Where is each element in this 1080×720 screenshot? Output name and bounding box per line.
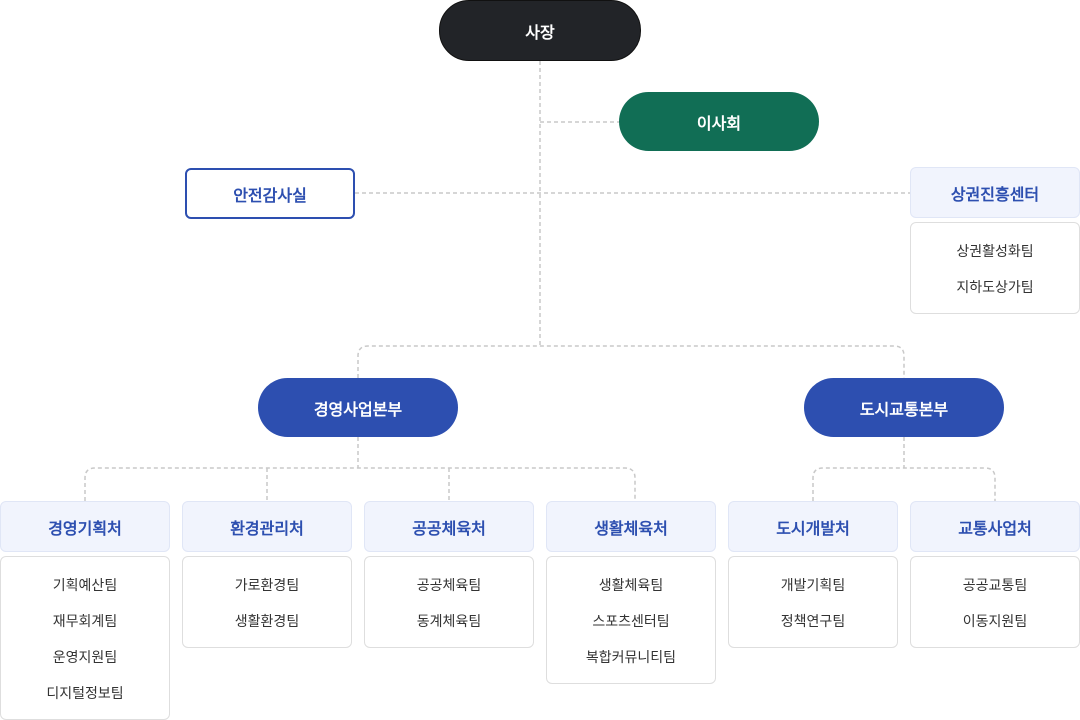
dept-life-sports[interactable]: 생활체육처	[546, 501, 716, 552]
team-item[interactable]: 디지털정보팀	[46, 686, 124, 702]
team-item[interactable]: 이동지원팀	[962, 614, 1028, 630]
team-item[interactable]: 복합커뮤니티팀	[585, 650, 677, 666]
team-item[interactable]: 공공교통팀	[962, 578, 1028, 594]
team-item[interactable]: 생활환경팀	[234, 614, 300, 630]
dept-life-sports-team-list: 생활체육팀 스포츠센터팀 복합커뮤니티팀	[546, 556, 716, 684]
team-item[interactable]: 상권활성화팀	[956, 244, 1034, 260]
team-item[interactable]: 동계체육팀	[416, 614, 482, 630]
center-team-list: 상권활성화팀 지하도상가팀	[910, 222, 1080, 314]
dept-public-sports-team-list: 공공체육팀 동계체육팀	[364, 556, 534, 648]
division-urban-transport[interactable]: 도시교통본부	[804, 378, 1004, 437]
dept-urban-development[interactable]: 도시개발처	[728, 501, 898, 552]
dept-planning[interactable]: 경영기획처	[0, 501, 170, 552]
board-node[interactable]: 이사회	[619, 92, 819, 151]
dept-transport-business-team-list: 공공교통팀 이동지원팀	[910, 556, 1080, 648]
dept-environment-team-list: 가로환경팀 생활환경팀	[182, 556, 352, 648]
team-item[interactable]: 공공체육팀	[416, 578, 482, 594]
team-item[interactable]: 정책연구팀	[780, 614, 846, 630]
team-item[interactable]: 가로환경팀	[234, 578, 300, 594]
ceo-node[interactable]: 사장	[439, 0, 641, 61]
team-item[interactable]: 생활체육팀	[598, 578, 664, 594]
center-node[interactable]: 상권진흥센터	[910, 167, 1080, 218]
team-item[interactable]: 개발기획팀	[780, 578, 846, 594]
team-item[interactable]: 운영지원팀	[52, 650, 118, 666]
dept-planning-team-list: 기획예산팀 재무회계팀 운영지원팀 디지털정보팀	[0, 556, 170, 720]
dept-urban-development-team-list: 개발기획팀 정책연구팀	[728, 556, 898, 648]
team-item[interactable]: 재무회계팀	[52, 614, 118, 630]
dept-public-sports[interactable]: 공공체육처	[364, 501, 534, 552]
team-item[interactable]: 스포츠센터팀	[592, 614, 670, 630]
team-item[interactable]: 기획예산팀	[52, 578, 118, 594]
audit-office-node[interactable]: 안전감사실	[185, 168, 355, 219]
dept-transport-business[interactable]: 교통사업처	[910, 501, 1080, 552]
team-item[interactable]: 지하도상가팀	[956, 280, 1034, 296]
division-management[interactable]: 경영사업본부	[258, 378, 458, 437]
dept-environment[interactable]: 환경관리처	[182, 501, 352, 552]
